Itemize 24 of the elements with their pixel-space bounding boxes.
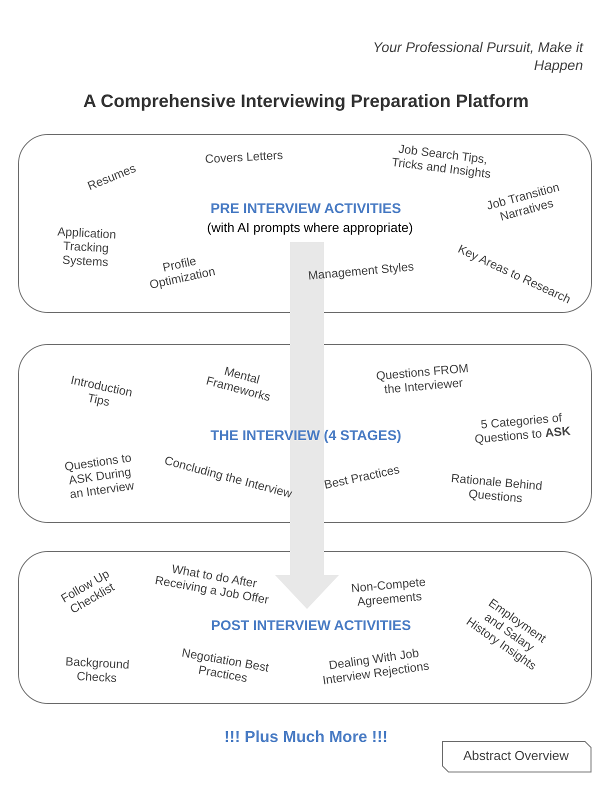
topic-label: Background Checks bbox=[64, 654, 131, 687]
topic-label: What to do After Receiving a Job Offer bbox=[153, 560, 271, 609]
note-label: Abstract Overview bbox=[462, 748, 570, 764]
tagline: Your Professional Pursuit, Make it Happen bbox=[372, 38, 583, 74]
topic-label: 5 Categories of Questions to ASK bbox=[473, 410, 572, 448]
section-subtitle: (with AI prompts where appropriate) bbox=[207, 220, 413, 236]
topic-label: Questions FROM the Interviewer bbox=[374, 361, 470, 398]
section-heading: POST INTERVIEW ACTIVITIES bbox=[211, 617, 411, 634]
flow-arrow bbox=[275, 242, 339, 609]
topic-label: Dealing With Job Interview Rejections bbox=[320, 644, 431, 689]
topic-label: Profile Optimization bbox=[147, 252, 218, 294]
topic-label: Best Practices bbox=[322, 461, 402, 494]
note-box bbox=[442, 741, 592, 773]
topic-label: Management Styles bbox=[306, 260, 416, 284]
topic-label: Covers Letters bbox=[204, 148, 284, 168]
topic-label: Application Tracking Systems bbox=[56, 224, 118, 270]
topic-label: Questions to ASK During an Interview bbox=[62, 450, 136, 502]
section-heading: THE INTERVIEW (4 STAGES) bbox=[210, 427, 402, 444]
callout-text: !!! Plus Much More !!! bbox=[223, 729, 389, 747]
topic-label: Rationale Behind Questions bbox=[450, 472, 544, 508]
diagram-title: A Comprehensive Interviewing Preparation Platform bbox=[82, 91, 530, 112]
topic-label: Non-Compete Agreements bbox=[350, 574, 428, 611]
section-heading: PRE INTERVIEW ACTIVITIES bbox=[210, 200, 402, 216]
topic-label: Negotiation Best Practices bbox=[180, 646, 271, 687]
